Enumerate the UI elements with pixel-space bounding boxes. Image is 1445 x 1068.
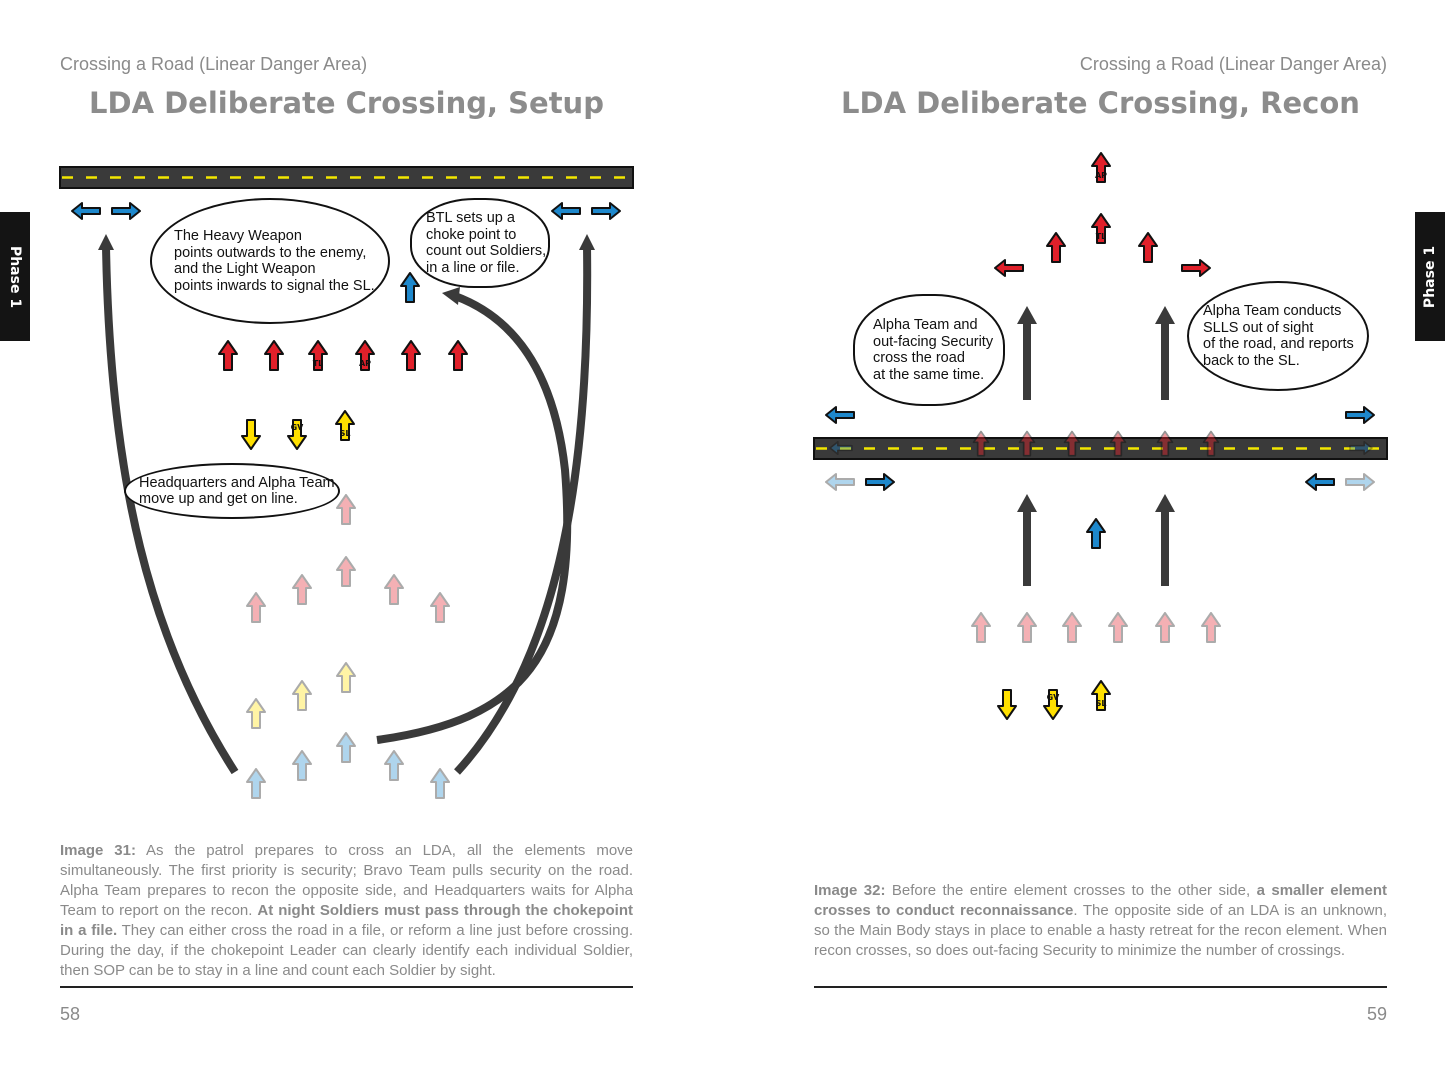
running-head-left: Crossing a Road (Linear Danger Area) [60, 54, 368, 74]
security-arrow-icon [1345, 406, 1375, 424]
caption-image-32: Image 32: Before the entire element cros… [814, 881, 1387, 961]
soldier-arrow-icon [1046, 232, 1066, 263]
page-title-left: LDA Deliberate Crossing, Setup [89, 86, 604, 120]
callout-text: BTL sets up a choke point to count out S… [426, 210, 547, 276]
caption-text: As the patrol prepares to cross an LDA, … [60, 842, 633, 919]
ap-label: AP [359, 359, 371, 368]
phase-tab-label: Phase 1 [1422, 245, 1438, 308]
road-right [813, 437, 1388, 460]
running-head-right: Crossing a Road (Linear Danger Area) [1079, 54, 1387, 74]
btl-arrow-icon [1086, 518, 1106, 549]
callout-hq-alpha: Headquarters and Alpha Team move up and … [124, 463, 340, 519]
faded-formation-left [246, 494, 450, 799]
caption-bold: At night Soldiers must pass through the … [60, 902, 634, 939]
page-title-right: LDA Deliberate Crossing, Recon [841, 86, 1360, 120]
faded-formation-right [971, 612, 1221, 643]
phase-tab-left: Phase 1 [0, 212, 30, 341]
movement-arrows-right [1017, 306, 1175, 586]
caption-bold: a smaller element crosses to conduct rec… [814, 882, 1387, 919]
soldier-arrow-icon [448, 340, 468, 371]
security-arrow-icon [1305, 473, 1335, 491]
callout-alpha-slls: Alpha Team conducts SLLS out of sight of… [1187, 281, 1369, 391]
soldier-arrow-icon [1181, 259, 1211, 277]
movement-arrows-left [102, 245, 592, 775]
security-arrow-icon [591, 202, 621, 220]
tl-label: TL [1096, 232, 1107, 241]
caption-text: . The opposite side of an LDA is an unkn… [814, 902, 1387, 959]
road-left [59, 166, 634, 189]
page-number-left: 58 [60, 1004, 81, 1024]
security-arrow-icon [825, 406, 855, 424]
security-icons-right [825, 406, 1375, 549]
alpha-team-line-left [218, 340, 468, 371]
callout-text: The Heavy Weapon points outwards to the … [174, 228, 375, 294]
movement-arrowhead [579, 234, 595, 250]
tl-label: TL [313, 359, 324, 368]
soldier-arrow-icon [994, 259, 1024, 277]
soldier-arrow-icon [401, 340, 421, 371]
sl-label: SL [340, 429, 351, 438]
divider-left [60, 986, 633, 988]
security-arrow-icon [111, 202, 141, 220]
gv-label: GV [1047, 693, 1061, 702]
caption-text: Before the entire element crosses to the… [885, 882, 1257, 899]
callout-heavy-weapon: The Heavy Weapon points outwards to the … [150, 198, 390, 324]
callout-btl: BTL sets up a choke point to count out S… [410, 198, 550, 288]
caption-label: Image 31: [60, 842, 136, 859]
ap-label: AP [1095, 171, 1107, 180]
movement-arrowhead [442, 287, 460, 305]
hq-arrow-icon [997, 689, 1017, 720]
callout-text: Headquarters and Alpha Team move up and … [139, 474, 335, 508]
btl-arrow-icon [400, 272, 420, 303]
caption-image-31: Image 31: As the patrol prepares to cros… [60, 841, 633, 981]
security-arrow-icon [865, 473, 895, 491]
security-arrow-icon [71, 202, 101, 220]
callout-text: Alpha Team conducts SLLS out of sight of… [1203, 303, 1354, 369]
callout-text: Alpha Team and out-facing Security cross… [873, 317, 994, 383]
hq-arrow-icon [241, 419, 261, 450]
phase-tab-right: Phase 1 [1415, 212, 1445, 341]
caption-label: Image 32: [814, 882, 886, 899]
caption-text: They can either cross the road in a file… [60, 922, 633, 979]
callout-alpha-security: Alpha Team and out-facing Security cross… [853, 294, 1005, 406]
soldier-arrow-icon [218, 340, 238, 371]
sl-label: SL [1096, 699, 1107, 708]
security-arrow-icon [551, 202, 581, 220]
gv-label: GV [291, 423, 305, 432]
movement-arrowhead [98, 234, 114, 250]
soldier-arrow-icon [1138, 232, 1158, 263]
divider-right [814, 986, 1387, 988]
soldier-arrow-icon [264, 340, 284, 371]
page-number-right: 59 [1366, 1004, 1387, 1024]
